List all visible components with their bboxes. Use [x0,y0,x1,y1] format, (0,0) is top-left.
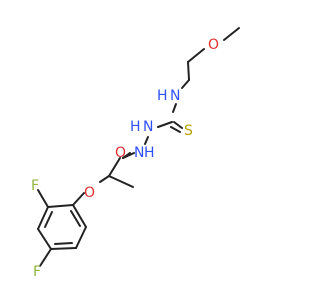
bond-c-s-a [173,121,183,129]
bond-ch3-o [223,27,240,41]
atom-o-methoxy: O [208,37,219,53]
bond-o-ch2 [187,48,205,63]
bond-ring-c5-c6 [75,226,87,249]
bond-c-alpha [108,157,121,177]
bond-c-n-hydrazine [157,121,173,128]
bond-ring-inner-b [54,242,73,245]
bond-alpha-o [99,175,110,183]
atom-h-hydrazine-2: H [144,145,155,161]
bond-ring-c3-c4 [37,228,52,250]
bond-c-s-b [170,126,181,133]
bond-layer [37,27,240,267]
atom-n-hydrazine-2: N [134,145,144,161]
bond-o-ring [72,192,85,206]
molecule-structure-diagram: O N H S N H N H O O F F [31,27,240,280]
atom-n-hydrazine-1: N [143,119,153,135]
atom-layer: O N H S N H N H O O F F [31,37,219,280]
atom-h-hydrazine-1: H [130,119,141,135]
molecule-canvas: O N H S N H N H O O F F [31,27,240,280]
bond-ring-f-ortho [37,189,49,208]
bond-alpha-ch3 [108,175,134,188]
bond-ring-c1-c2 [47,204,74,208]
bond-n-c-thio [172,103,177,113]
atom-h-amine: H [157,88,168,104]
bond-ring-c4-c5 [50,247,77,250]
atom-f-ortho: F [31,178,39,194]
bond-ring-inner-c [70,210,81,227]
atom-o-ether: O [84,185,95,201]
bond-ring-f-para [39,248,52,267]
bond-ring-c6-c1 [72,204,87,228]
bond-ch2-n [181,79,190,89]
bond-ring-inner-a [44,211,53,228]
bond-ring-c2-c3 [37,206,49,230]
atom-n-amine: N [170,88,180,104]
atom-o-carbonyl: O [115,145,126,161]
atom-s-thione: S [184,123,193,139]
bond-n-n [144,136,149,145]
atom-f-para: F [33,264,41,280]
bond-c-o-amide-a [122,152,131,159]
bond-ch2-ch2 [187,61,190,81]
